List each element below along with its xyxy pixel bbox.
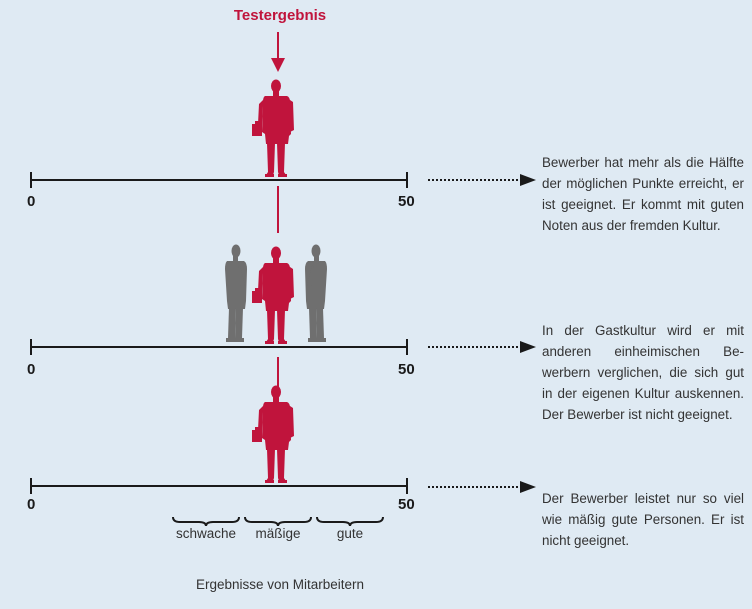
group-label-gute: gute bbox=[336, 526, 364, 541]
scale-1-min-label: 0 bbox=[27, 193, 36, 210]
brace-schwache bbox=[172, 516, 240, 527]
scale-3-min-label: 0 bbox=[27, 496, 36, 513]
scale-3 bbox=[30, 385, 536, 494]
scale-2-min-label: 0 bbox=[27, 361, 36, 378]
scale-1-description: Bewerber hat mehr als die Hälfte der mög… bbox=[542, 155, 744, 233]
group-label-schwache: schwache bbox=[175, 526, 237, 541]
scale-1-max-label: 50 bbox=[398, 193, 415, 210]
scale-1 bbox=[30, 79, 536, 188]
scale-2 bbox=[30, 244, 536, 355]
scale-2-description: In der Gastkultur wird er mit anderen ei… bbox=[542, 323, 744, 422]
scale-2-max-label: 50 bbox=[398, 361, 415, 378]
brace-maessige bbox=[244, 516, 312, 527]
candidate-figure bbox=[252, 79, 294, 177]
dotted-arrow-head bbox=[520, 174, 536, 186]
scale-3-max-label: 50 bbox=[398, 496, 415, 513]
title-test-result: Testergebnis bbox=[233, 7, 327, 24]
scale-3-description: Der Bewerber leistet nur so viel wie mäß… bbox=[542, 491, 744, 548]
dotted-arrow-head bbox=[520, 481, 536, 493]
local-applicant-figure-left bbox=[225, 244, 247, 342]
caption-employee-results: Ergebnisse von Mitarbeitern bbox=[195, 577, 365, 592]
candidate-figure bbox=[252, 246, 294, 344]
local-applicant-figure-right bbox=[305, 244, 327, 342]
title-arrow-head bbox=[271, 58, 285, 72]
brace-gute bbox=[316, 516, 384, 527]
group-label-maessige: mäßige bbox=[255, 526, 301, 541]
group-braces bbox=[172, 516, 384, 527]
candidate-figure bbox=[252, 385, 294, 483]
dotted-arrow-head bbox=[520, 341, 536, 353]
